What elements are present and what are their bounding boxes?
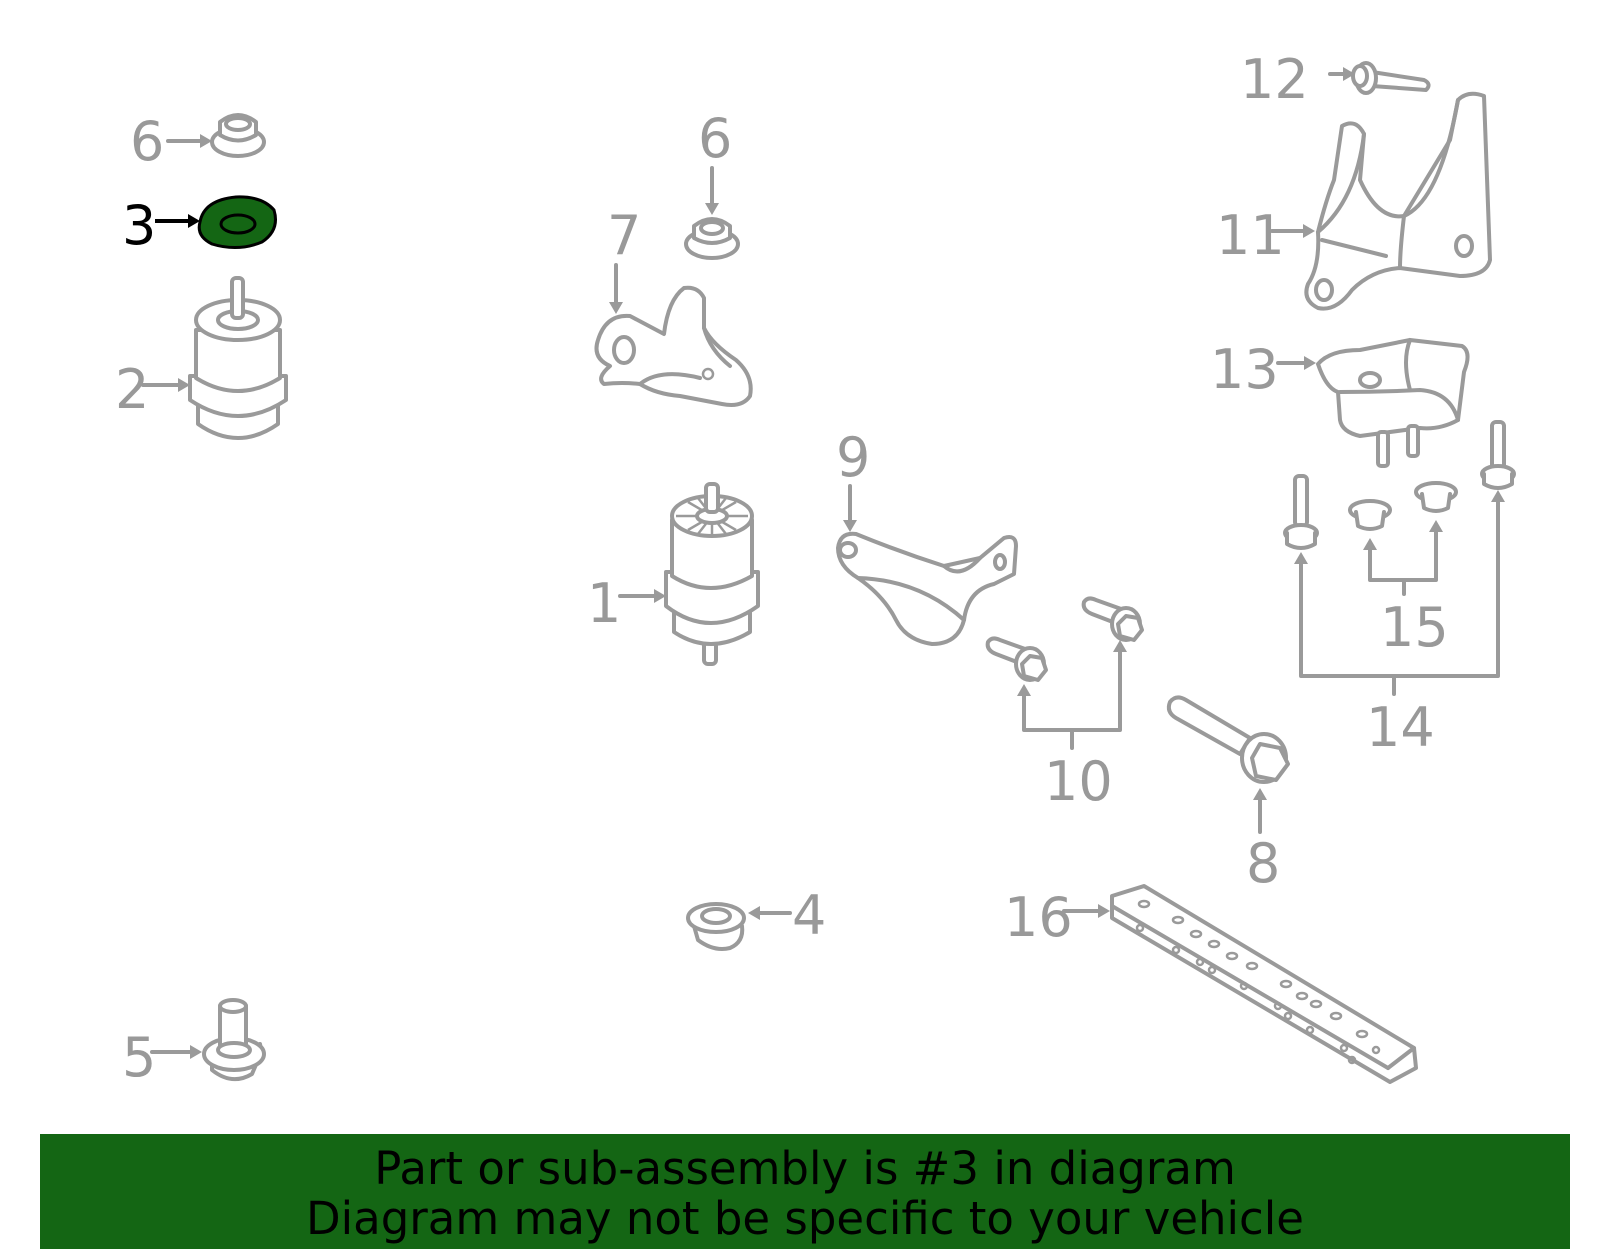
arrowhead-10b <box>1113 640 1127 652</box>
part-14-bolt-right[interactable] <box>1480 420 1516 490</box>
arrowhead-8 <box>1253 788 1267 800</box>
part-16-rail[interactable] <box>1110 884 1418 1084</box>
label-part-9: 9 <box>836 426 870 489</box>
label-part-7: 7 <box>607 204 641 267</box>
arrowhead-6a <box>200 134 212 148</box>
label-part-6b: 6 <box>698 107 732 170</box>
part-15-nut-left[interactable] <box>1348 499 1392 531</box>
label-part-2: 2 <box>115 358 149 421</box>
label-part-10: 10 <box>1044 750 1113 813</box>
label-part-3: 3 <box>122 194 156 257</box>
part-10-bolt-left[interactable] <box>985 636 1048 682</box>
arrowhead-12 <box>1343 67 1355 81</box>
part-11-bracket[interactable] <box>1304 91 1492 311</box>
arrowhead-4 <box>748 906 760 920</box>
part-6-nut-left[interactable] <box>210 113 266 158</box>
arrowhead-6b <box>705 203 719 215</box>
label-part-14: 14 <box>1366 696 1435 759</box>
part-14-bolt-left[interactable] <box>1283 474 1319 550</box>
part-8-long-bolt[interactable] <box>1166 695 1290 784</box>
arrowhead-16 <box>1098 904 1110 918</box>
part-5-bolt[interactable] <box>202 998 266 1082</box>
label-part-5: 5 <box>122 1026 156 1089</box>
label-part-15: 15 <box>1380 596 1449 659</box>
arrowhead-2 <box>178 378 190 392</box>
part-1-engine-mount[interactable] <box>664 482 760 666</box>
part-7-bracket[interactable] <box>594 285 753 407</box>
callout-line-14 <box>1299 498 1500 678</box>
part-15-nut-right[interactable] <box>1414 481 1458 513</box>
label-part-1: 1 <box>587 572 621 635</box>
callout-line-15 <box>1368 528 1438 582</box>
part-10-bolt-right[interactable] <box>1081 596 1144 642</box>
info-banner: Part or sub-assembly is #3 in diagram Di… <box>40 1134 1570 1249</box>
label-part-8: 8 <box>1246 832 1280 895</box>
part-2-engine-mount[interactable] <box>188 276 288 440</box>
banner-line-part: Part or sub-assembly is #3 in diagram <box>374 1142 1236 1195</box>
arrowhead-14a <box>1294 552 1308 564</box>
part-4-nut[interactable] <box>686 902 746 951</box>
arrowhead-5 <box>190 1045 202 1059</box>
label-part-12: 12 <box>1240 48 1309 111</box>
label-part-16: 16 <box>1004 886 1073 949</box>
part-9-bracket[interactable] <box>836 531 1018 646</box>
label-part-13: 13 <box>1210 338 1279 401</box>
label-part-6a: 6 <box>130 110 164 173</box>
banner-line-disclaimer: Diagram may not be specific to your vehi… <box>306 1192 1304 1245</box>
arrowhead-11 <box>1303 224 1315 238</box>
label-part-4: 4 <box>792 884 826 947</box>
arrowhead-14b <box>1491 490 1505 502</box>
arrowhead-9 <box>843 520 857 532</box>
arrowhead-15a <box>1363 538 1377 550</box>
part-12-bolt[interactable] <box>1351 61 1431 95</box>
part-13-transmission-mount[interactable] <box>1316 338 1470 468</box>
part-3-washer-highlighted[interactable] <box>197 195 277 249</box>
label-part-11: 11 <box>1216 204 1285 267</box>
arrowhead-3 <box>188 214 200 228</box>
arrowhead-10a <box>1017 684 1031 696</box>
arrowhead-15b <box>1429 520 1443 532</box>
arrowhead-13 <box>1304 356 1316 370</box>
arrowhead-1 <box>654 589 666 603</box>
part-6-nut-center[interactable] <box>684 217 740 260</box>
arrowhead-7 <box>609 302 623 314</box>
